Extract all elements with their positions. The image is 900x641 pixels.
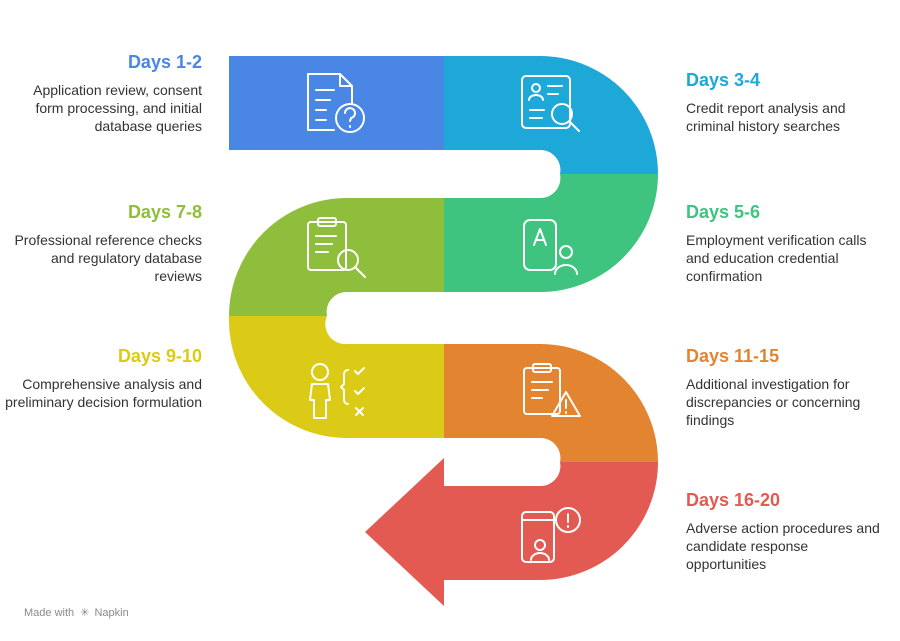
stage-days-7-8: Days 7-8 Professional reference checks a… (2, 201, 202, 285)
stage-title: Days 9-10 (117, 346, 202, 366)
stage-description: Application review, consent form process… (33, 82, 202, 134)
stage-title: Days 7-8 (127, 202, 202, 222)
napkin-logo-icon: ✳ (80, 607, 90, 619)
stage-title: Days 11-15 (686, 346, 780, 366)
segment-days-1-2 (229, 56, 444, 150)
segment-days-5-6 (444, 174, 658, 292)
segment-days-3-4 (444, 56, 658, 174)
segment-days-11-15 (444, 344, 658, 462)
stage-description: Additional investigation for discrepanci… (686, 376, 861, 428)
footer-credit: Made with ✳ Napkin (24, 606, 129, 619)
segment-days-7-8 (229, 198, 444, 316)
stage-description: Professional reference checks and regula… (14, 232, 202, 284)
segment-days-16-20-arrow (365, 458, 658, 606)
stage-description: Comprehensive analysis and preliminary d… (5, 376, 202, 410)
stage-description: Employment verification calls and educat… (686, 232, 867, 284)
segment-days-9-10 (228, 316, 444, 438)
footer-prefix: Made with (24, 607, 75, 619)
footer-brand: Napkin (94, 607, 129, 619)
tablet-user-icon (523, 219, 578, 275)
stage-days-5-6: Days 5-6 Employment verification calls a… (686, 201, 886, 285)
stage-title: Days 5-6 (686, 202, 761, 222)
person-checklist-icon (309, 363, 365, 419)
stage-description: Adverse action procedures and candidate … (686, 520, 880, 572)
document-question-icon (307, 73, 365, 133)
stage-days-3-4: Days 3-4 Credit report analysis and crim… (686, 69, 886, 135)
clipboard-search-icon (307, 217, 366, 278)
stage-title: Days 3-4 (686, 70, 761, 90)
stage-days-1-2: Days 1-2 Application review, consent for… (2, 51, 202, 135)
device-alert-icon (521, 507, 581, 563)
stage-title: Days 16-20 (686, 490, 781, 510)
stage-title: Days 1-2 (127, 52, 202, 72)
stage-days-11-15: Days 11-15 Additional investigation for … (686, 345, 886, 429)
stage-days-9-10: Days 9-10 Comprehensive analysis and pre… (2, 345, 202, 411)
stage-days-16-20: Days 16-20 Adverse action procedures and… (686, 489, 886, 573)
stage-description: Credit report analysis and criminal hist… (686, 100, 846, 134)
profile-search-icon (521, 75, 580, 132)
clipboard-warning-icon (523, 363, 581, 417)
